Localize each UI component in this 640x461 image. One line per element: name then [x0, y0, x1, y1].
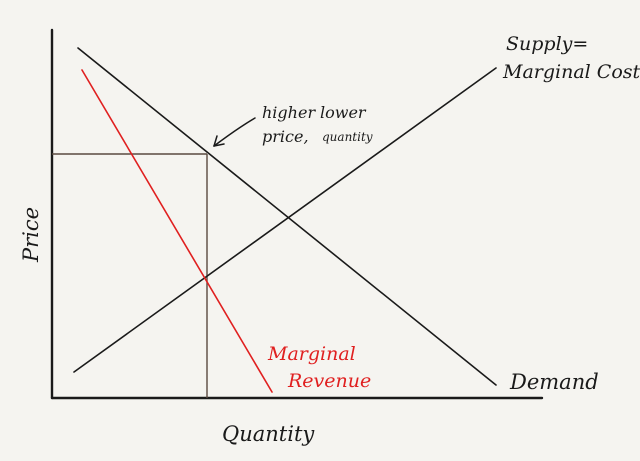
supply-label-line2: Marginal Cost [502, 61, 640, 83]
marginal-revenue-label-line1: Marginal [267, 343, 356, 365]
annotation-price: price, [262, 127, 309, 146]
x-axis-label: Quantity [222, 422, 315, 446]
annotation-quantity: quantity [322, 130, 373, 144]
annotation-lower: lower [320, 103, 367, 122]
supply-label-line1: Supply= [506, 33, 588, 55]
supply-curve [73, 67, 497, 373]
annotation-arrow [213, 117, 256, 147]
marginal-revenue-label-line2: Revenue [287, 370, 371, 392]
demand-curve [77, 47, 497, 386]
demand-label: Demand [509, 370, 599, 394]
marginal-revenue-curve [81, 69, 273, 393]
y-axis-label: Price [19, 207, 43, 263]
annotation-higher: higher [262, 103, 316, 122]
